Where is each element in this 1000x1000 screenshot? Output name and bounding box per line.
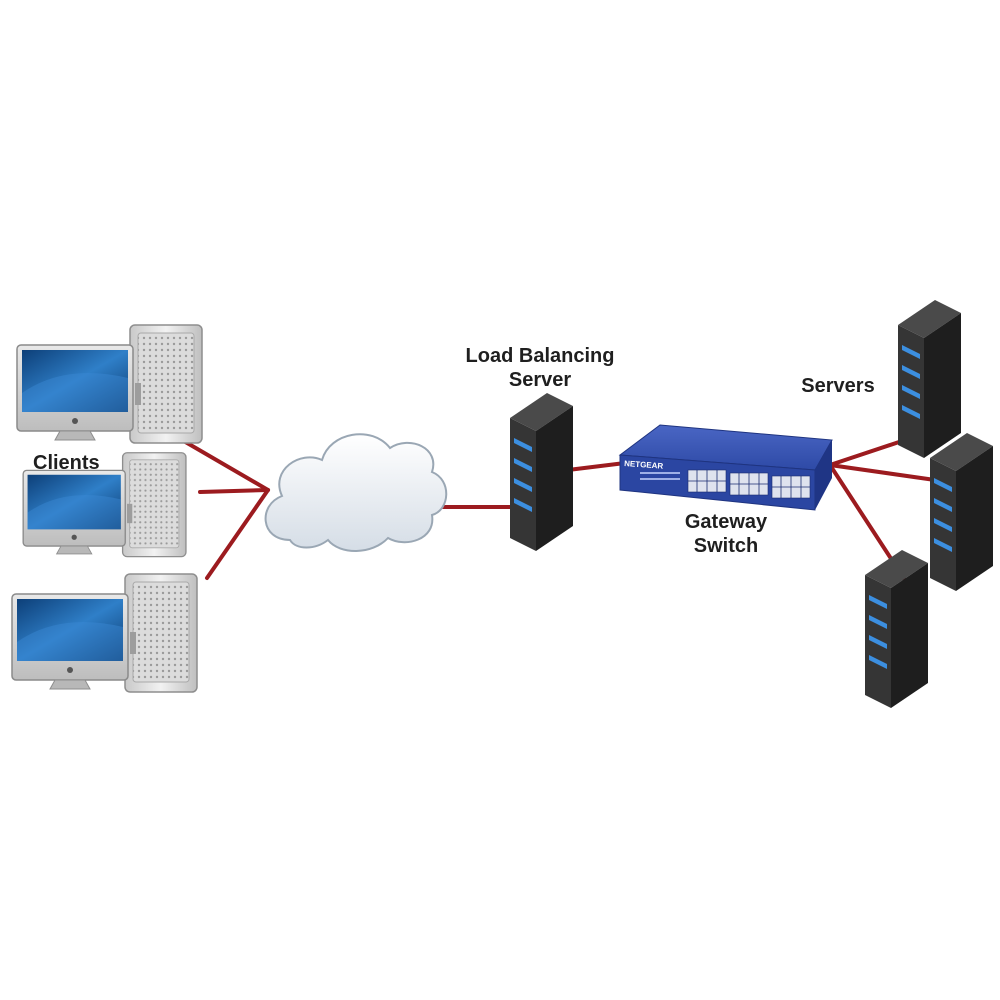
link-client-1-to-internet (180, 438, 270, 492)
servers-label: Servers (801, 375, 874, 397)
link-gateway-to-server-1 (828, 438, 907, 467)
server-1 (898, 300, 961, 458)
gateway-label-line1: Gateway (685, 511, 768, 533)
gateway-label-line2: Switch (694, 535, 758, 557)
clients-label: Clients (33, 452, 100, 474)
link-load-balancer-to-gateway (566, 461, 627, 472)
link-gateway-to-server-2 (828, 463, 937, 482)
connection-links (180, 438, 937, 602)
internet-cloud-icon (264, 433, 448, 552)
server-2 (930, 433, 993, 591)
link-client-2-to-internet (198, 488, 270, 494)
client-workstation-1 (17, 325, 202, 443)
gateway-switch: NETGEAR (618, 424, 833, 511)
switch-brand-text: NETGEAR (624, 459, 664, 471)
link-client-3-to-internet (205, 488, 270, 580)
load-balancer-label-line2: Server (509, 369, 571, 391)
load-balancer-label-line1: Load Balancing (466, 345, 615, 367)
load-balancer-server (510, 393, 573, 551)
server-3 (865, 550, 928, 708)
client-workstation-3 (12, 574, 197, 692)
